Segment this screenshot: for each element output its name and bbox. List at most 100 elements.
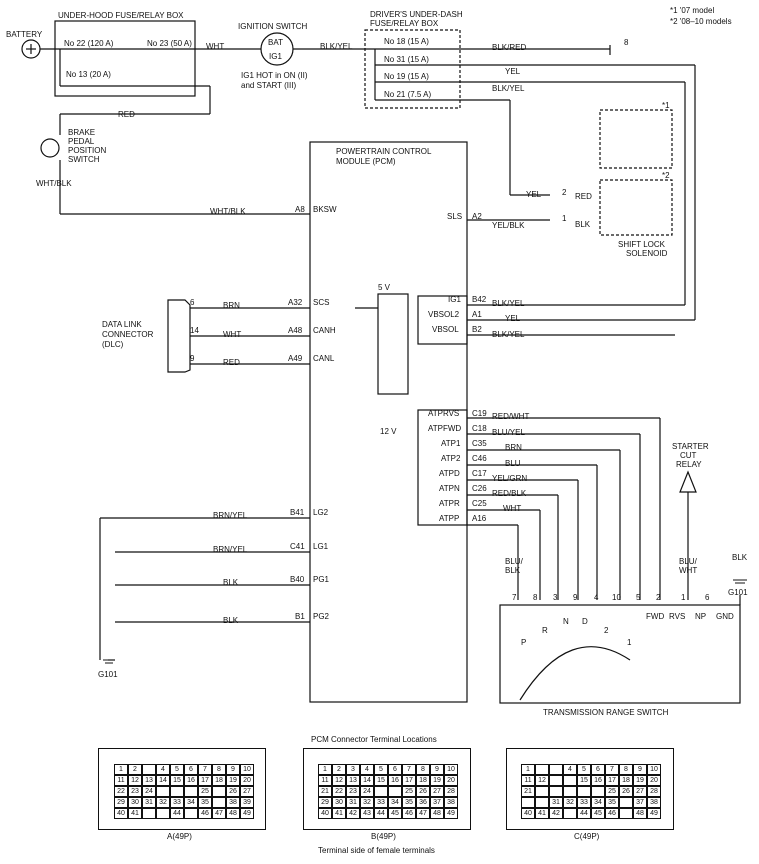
wire-blublk-2: BLK [505, 566, 521, 575]
dlc-pin-14: 14 [190, 326, 199, 335]
terminal-cell: 48 [430, 808, 444, 819]
shift-mark-2: *2 [662, 171, 670, 180]
wire-yel-shift: YEL [526, 190, 542, 199]
terminal-cell: 28 [444, 786, 458, 797]
terminal-cell: 20 [240, 775, 254, 786]
pin-c26: C26 [472, 484, 487, 493]
wire-yel-1: YEL [505, 67, 521, 76]
terminal-cell: 31 [346, 797, 360, 808]
wire-brn-c35: BRN [505, 443, 522, 452]
wire-blk-b1: BLK [223, 616, 239, 625]
terminal-cell [142, 764, 156, 775]
terminal-cell: 13 [142, 775, 156, 786]
terminal-cell: 21 [521, 786, 535, 797]
terminal-cell: 28 [647, 786, 661, 797]
terminal-cell: 30 [332, 797, 346, 808]
pin-b42: B42 [472, 295, 487, 304]
terminal-cell: 38 [226, 797, 240, 808]
terminal-cell [535, 786, 549, 797]
sig-atpp: ATPP [439, 514, 460, 523]
terminal-cell: 46 [198, 808, 212, 819]
terminal-cell [535, 764, 549, 775]
terminal-cell: 20 [647, 775, 661, 786]
terminal-cell: 38 [444, 797, 458, 808]
terminal-cell: 40 [318, 808, 332, 819]
pin-b1: B1 [295, 612, 305, 621]
terminal-cell [142, 808, 156, 819]
terminal-cell: 47 [212, 808, 226, 819]
note-1: *1 '07 model [670, 6, 715, 15]
terminal-cell: 8 [212, 764, 226, 775]
terminal-cell [577, 786, 591, 797]
terminal-cell: 1 [318, 764, 332, 775]
wire-yel-a1: YEL [505, 314, 521, 323]
trs-col-np: NP [695, 612, 707, 621]
terminal-cell: 4 [156, 764, 170, 775]
conn-a-label: A(49P) [167, 832, 192, 841]
terminal-cell [170, 786, 184, 797]
terminal-cell: 32 [360, 797, 374, 808]
terminal-cell: 19 [226, 775, 240, 786]
shift-pin-2: 2 [562, 188, 567, 197]
sig-pg1: PG1 [313, 575, 330, 584]
starter-label-3: RELAY [676, 460, 702, 469]
sig-atpd: ATPD [439, 469, 460, 478]
fuse-19: No 19 (15 A) [384, 72, 429, 81]
terminal-cell: 9 [226, 764, 240, 775]
terminal-cell: 16 [388, 775, 402, 786]
sig-canl: CANL [313, 354, 335, 363]
terminal-cell: 4 [563, 764, 577, 775]
terminal-cell: 34 [388, 797, 402, 808]
terminal-cell: 37 [430, 797, 444, 808]
terminal-cell: 12 [535, 775, 549, 786]
terminal-cell: 40 [114, 808, 128, 819]
wire-yelgrn: YEL/GRN [492, 474, 528, 483]
terminal-cell [374, 786, 388, 797]
terminal-cell: 48 [633, 808, 647, 819]
terminal-cell: 19 [430, 775, 444, 786]
shift-conn-pin: 8 [624, 38, 629, 47]
conn-c-label: C(49P) [574, 832, 599, 841]
wire-blk-gnd: BLK [732, 553, 748, 562]
terminal-cell: 34 [184, 797, 198, 808]
trs-pos-p: P [521, 638, 527, 647]
terminal-cell: 36 [416, 797, 430, 808]
wire-redwht: RED/WHT [492, 412, 530, 421]
pin-a16: A16 [472, 514, 487, 523]
wire-blublk-1: BLU/ [505, 557, 523, 566]
terminal-cell: 14 [360, 775, 374, 786]
terminal-cell: 18 [416, 775, 430, 786]
terminal-cell: 6 [184, 764, 198, 775]
terminal-cell: 5 [170, 764, 184, 775]
terminal-cell: 46 [402, 808, 416, 819]
terminal-cell [549, 764, 563, 775]
terminal-cell: 29 [114, 797, 128, 808]
terminal-cell: 40 [521, 808, 535, 819]
terminal-cell: 13 [346, 775, 360, 786]
terminal-cell: 22 [332, 786, 346, 797]
terminal-cell: 11 [114, 775, 128, 786]
wire-red-a49: RED [223, 358, 240, 367]
terminal-cell: 49 [444, 808, 458, 819]
sig-scs: SCS [313, 298, 330, 307]
battery-label: BATTERY [6, 30, 43, 39]
pin-b41: B41 [290, 508, 305, 517]
ign-note2: and START (III) [241, 81, 297, 90]
terminal-cell: 14 [156, 775, 170, 786]
terminal-cell: 39 [240, 797, 254, 808]
terminal-cell: 5 [374, 764, 388, 775]
sig-canh: CANH [313, 326, 336, 335]
pin-a2: A2 [472, 212, 482, 221]
ign-ig1: IG1 [269, 52, 282, 61]
pin-a48: A48 [288, 326, 303, 335]
terminal-cell: 31 [549, 797, 563, 808]
wire-bluyel: BLU/YEL [492, 428, 525, 437]
terminal-cell [563, 808, 577, 819]
wire-brn-a32: BRN [223, 301, 240, 310]
sig-pg2: PG2 [313, 612, 330, 621]
terminal-cell: 34 [591, 797, 605, 808]
underdash-title-1: DRIVER'S UNDER-DASH [370, 10, 463, 19]
terminal-cell [212, 797, 226, 808]
wire-wht-c25: WHT [503, 504, 522, 513]
trs-pin-1: 1 [681, 593, 686, 602]
